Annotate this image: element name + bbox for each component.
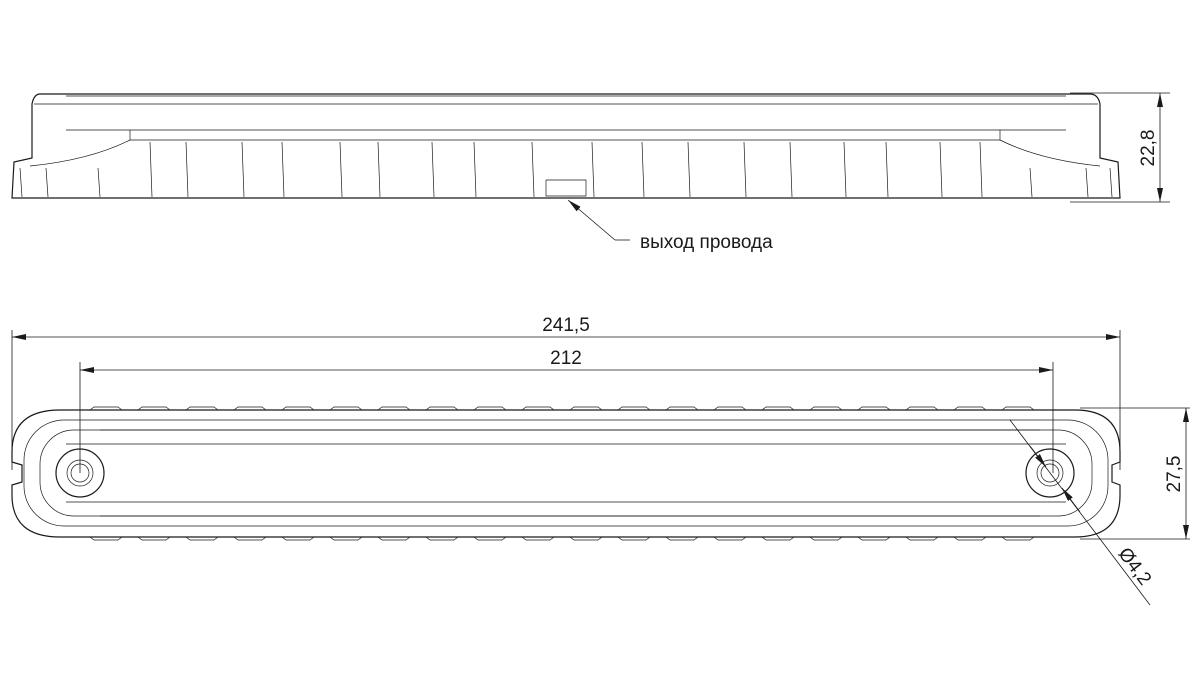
rib-line: [1029, 167, 1033, 198]
overall-length-label: 241,5: [542, 315, 590, 336]
edge-tooth: [665, 536, 699, 541]
edge-tooth: [809, 536, 843, 541]
rib-line: [789, 141, 793, 198]
edge-tooth: [473, 536, 507, 541]
rib-line: [1085, 167, 1089, 198]
rib-line: [97, 167, 101, 198]
edge-tooth: [137, 536, 171, 541]
edge-tooth: [665, 406, 699, 411]
rib-line: [885, 141, 889, 198]
side-view: 22,8 выход провода: [11, 92, 1170, 253]
edge-tooth: [521, 536, 555, 541]
edge-tooth: [185, 536, 219, 541]
hole-diameter-label: Ø4,2: [1114, 544, 1156, 590]
rib-line: [431, 141, 435, 198]
edge-tooth: [329, 536, 363, 541]
edge-tooth: [953, 536, 987, 541]
rib-line: [281, 141, 285, 198]
rib-line: [939, 141, 943, 198]
edge-tooth: [233, 536, 267, 541]
edge-tooth: [473, 406, 507, 411]
hole-spacing-label: 212: [550, 348, 582, 369]
rib-line: [241, 141, 245, 198]
rib-line: [339, 141, 343, 198]
edge-tooth: [713, 406, 747, 411]
edge-tooth: [905, 406, 939, 411]
edge-tooth: [377, 406, 411, 411]
edge-tooth: [329, 406, 363, 411]
top-view: 241,5 212 27,5 Ø4,2: [11, 315, 1190, 606]
edge-tooth: [281, 536, 315, 541]
rib-line: [1109, 167, 1113, 198]
edge-tooth: [281, 406, 315, 411]
rib-line: [591, 141, 595, 198]
edge-tooth: [233, 406, 267, 411]
rib-line: [531, 141, 535, 198]
edge-tooth: [185, 406, 219, 411]
edge-tooth: [857, 536, 891, 541]
edge-tooth: [89, 406, 123, 411]
edge-tooth: [89, 536, 123, 541]
edge-tooth: [377, 536, 411, 541]
rib-line: [149, 141, 153, 198]
edge-tooth: [521, 406, 555, 411]
height-dimension-label: 22,8: [1138, 130, 1159, 167]
rib-line: [743, 141, 747, 198]
edge-tooth: [809, 406, 843, 411]
edge-tooth: [569, 536, 603, 541]
width-dimension-label: 27,5: [1164, 456, 1185, 493]
rib-line: [843, 141, 847, 198]
edge-tooth: [761, 406, 795, 411]
rib-line: [45, 167, 49, 198]
edge-tooth: [617, 536, 651, 541]
edge-tooth: [425, 406, 459, 411]
edge-tooth: [425, 536, 459, 541]
rib-line: [19, 167, 23, 198]
rib-line: [641, 141, 645, 198]
edge-tooth: [953, 406, 987, 411]
wire-exit-label: выход провода: [640, 232, 773, 253]
rib-line: [473, 141, 477, 198]
rib-line: [377, 141, 381, 198]
edge-tooth: [137, 406, 171, 411]
edge-tooth: [617, 406, 651, 411]
rib-line: [687, 141, 691, 198]
rib-line: [185, 141, 189, 198]
edge-tooth: [1001, 406, 1035, 411]
edge-tooth: [713, 536, 747, 541]
rib-line: [979, 141, 983, 198]
edge-tooth: [905, 536, 939, 541]
edge-tooth: [569, 406, 603, 411]
edge-tooth: [761, 536, 795, 541]
edge-tooth: [1001, 536, 1035, 541]
edge-tooth: [857, 406, 891, 411]
